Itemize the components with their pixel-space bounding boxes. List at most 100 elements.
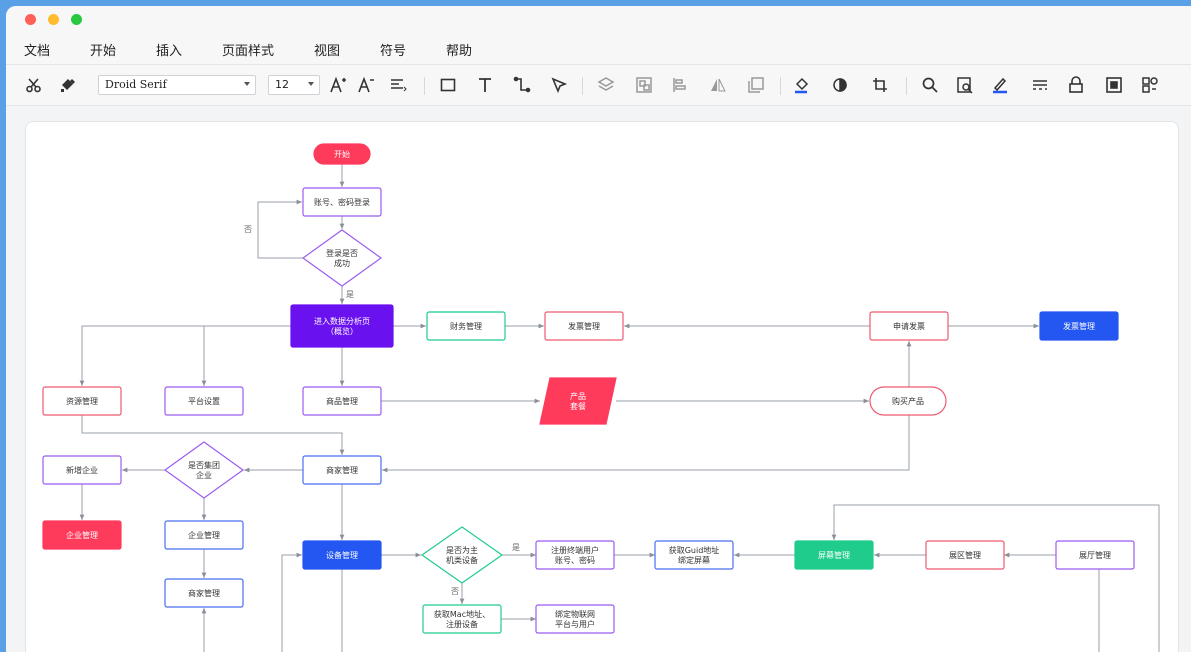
node-label: 绑定物联网 <box>555 609 595 619</box>
node-shape <box>290 304 394 348</box>
menu-document[interactable]: 文档 <box>24 44 51 59</box>
find-replace-icon[interactable] <box>953 73 977 97</box>
node-platform[interactable]: 平台设置 <box>164 386 244 416</box>
node-shape <box>535 540 615 570</box>
line-style-icon[interactable] <box>1028 73 1052 97</box>
align-icon[interactable] <box>386 73 410 97</box>
font-increase-icon[interactable] <box>326 73 350 97</box>
toolbar-separator <box>906 77 907 95</box>
node-label: 产品 <box>570 391 586 401</box>
menu-bar: 文档 开始 插入 页面样式 视图 符号 帮助 <box>6 34 1191 65</box>
node-shape <box>539 377 617 425</box>
line-color-icon[interactable] <box>988 73 1012 97</box>
node-label: 申请发票 <box>893 321 925 331</box>
edge-line <box>81 415 345 455</box>
menu-page-style[interactable]: 页面样式 <box>222 44 275 59</box>
font-family-value: Droid Serif <box>105 78 167 91</box>
fit-icon[interactable] <box>1102 73 1126 97</box>
node-login[interactable]: 账号、密码登录 <box>302 187 382 217</box>
node-label: 购买产品 <box>892 396 924 406</box>
node-label: 商品管理 <box>326 396 358 406</box>
node-add-company[interactable]: 新增企业 <box>42 455 122 485</box>
pointer-icon[interactable] <box>547 73 571 97</box>
menu-symbol[interactable]: 符号 <box>380 44 407 59</box>
close-window-button[interactable] <box>25 14 36 25</box>
menu-start[interactable]: 开始 <box>90 44 117 59</box>
node-shape <box>1039 311 1119 341</box>
edge-label-yes2: 是 <box>512 543 520 552</box>
node-label: 机类设备 <box>446 555 478 565</box>
node-finance[interactable]: 财务管理 <box>426 311 506 341</box>
node-label: 展区管理 <box>949 550 981 560</box>
title-bar <box>6 6 1191 34</box>
node-get-mac[interactable]: 获取Mac地址、注册设备 <box>422 604 502 634</box>
menu-help[interactable]: 帮助 <box>446 44 473 59</box>
node-start[interactable]: 开始 <box>313 143 371 165</box>
node-company-mgmt-red[interactable]: 企业管理 <box>42 520 122 550</box>
align-left-icon[interactable] <box>668 73 692 97</box>
group-icon[interactable] <box>632 73 656 97</box>
node-shape <box>302 540 382 570</box>
node-label: 绑定屏幕 <box>678 555 710 565</box>
node-exhibit-hall[interactable]: 展厅管理 <box>1055 540 1135 570</box>
node-label: 获取Guid地址 <box>669 545 720 555</box>
node-label: 屏幕管理 <box>818 550 850 560</box>
node-buy[interactable]: 购买产品 <box>869 386 947 416</box>
shape-style-icon[interactable] <box>829 73 853 97</box>
text-icon[interactable] <box>473 73 497 97</box>
node-label: 注册终端用户 <box>551 545 599 555</box>
frame-icon[interactable] <box>744 73 768 97</box>
node-goods[interactable]: 商品管理 <box>302 386 382 416</box>
node-label: 账号、密码登录 <box>314 197 370 207</box>
crop-icon[interactable] <box>868 73 892 97</box>
flip-icon[interactable] <box>706 73 730 97</box>
layers-icon[interactable] <box>594 73 618 97</box>
node-shape <box>869 311 949 341</box>
fill-icon[interactable] <box>790 73 814 97</box>
maximize-window-button[interactable] <box>71 14 82 25</box>
node-exhibit-area[interactable]: 展区管理 <box>925 540 1005 570</box>
node-resource[interactable]: 资源管理 <box>42 386 122 416</box>
edge-label-yes1: 是 <box>346 290 354 299</box>
scissors-icon[interactable] <box>22 73 46 97</box>
node-merchant2[interactable]: 商家管理 <box>164 578 244 608</box>
menu-insert[interactable]: 插入 <box>156 44 183 59</box>
node-label: 新增企业 <box>66 465 98 475</box>
more-icon[interactable] <box>1138 73 1162 97</box>
font-family-select[interactable]: Droid Serif <box>98 75 256 95</box>
node-shape <box>164 386 244 416</box>
node-device[interactable]: 设备管理 <box>302 540 382 570</box>
node-label: 是否为主 <box>446 545 478 555</box>
format-painter-icon[interactable] <box>56 73 80 97</box>
font-decrease-icon[interactable] <box>354 73 378 97</box>
lock-icon[interactable] <box>1064 73 1088 97</box>
rectangle-icon[interactable] <box>436 73 460 97</box>
node-shape <box>535 604 615 634</box>
minimize-window-button[interactable] <box>48 14 59 25</box>
font-size-select[interactable]: 12 <box>268 75 320 95</box>
chevron-down-icon <box>244 82 250 86</box>
node-merchant1[interactable]: 商家管理 <box>302 455 382 485</box>
node-label: （概览） <box>326 326 358 336</box>
node-invoice-mgmt1[interactable]: 发票管理 <box>544 311 624 341</box>
node-shape <box>422 604 502 634</box>
font-size-value: 12 <box>275 78 289 91</box>
menu-view[interactable]: 视图 <box>314 44 341 59</box>
node-shape <box>426 311 506 341</box>
node-screen[interactable]: 屏幕管理 <box>794 540 874 570</box>
node-apply-invoice[interactable]: 申请发票 <box>869 311 949 341</box>
node-enter-page[interactable]: 进入数据分析页（概览） <box>290 304 394 348</box>
node-company-mgmt[interactable]: 企业管理 <box>164 520 244 550</box>
connector-icon[interactable] <box>510 73 534 97</box>
node-invoice-mgmt2[interactable]: 发票管理 <box>1039 311 1119 341</box>
search-icon[interactable] <box>918 73 942 97</box>
node-shape <box>164 520 244 550</box>
